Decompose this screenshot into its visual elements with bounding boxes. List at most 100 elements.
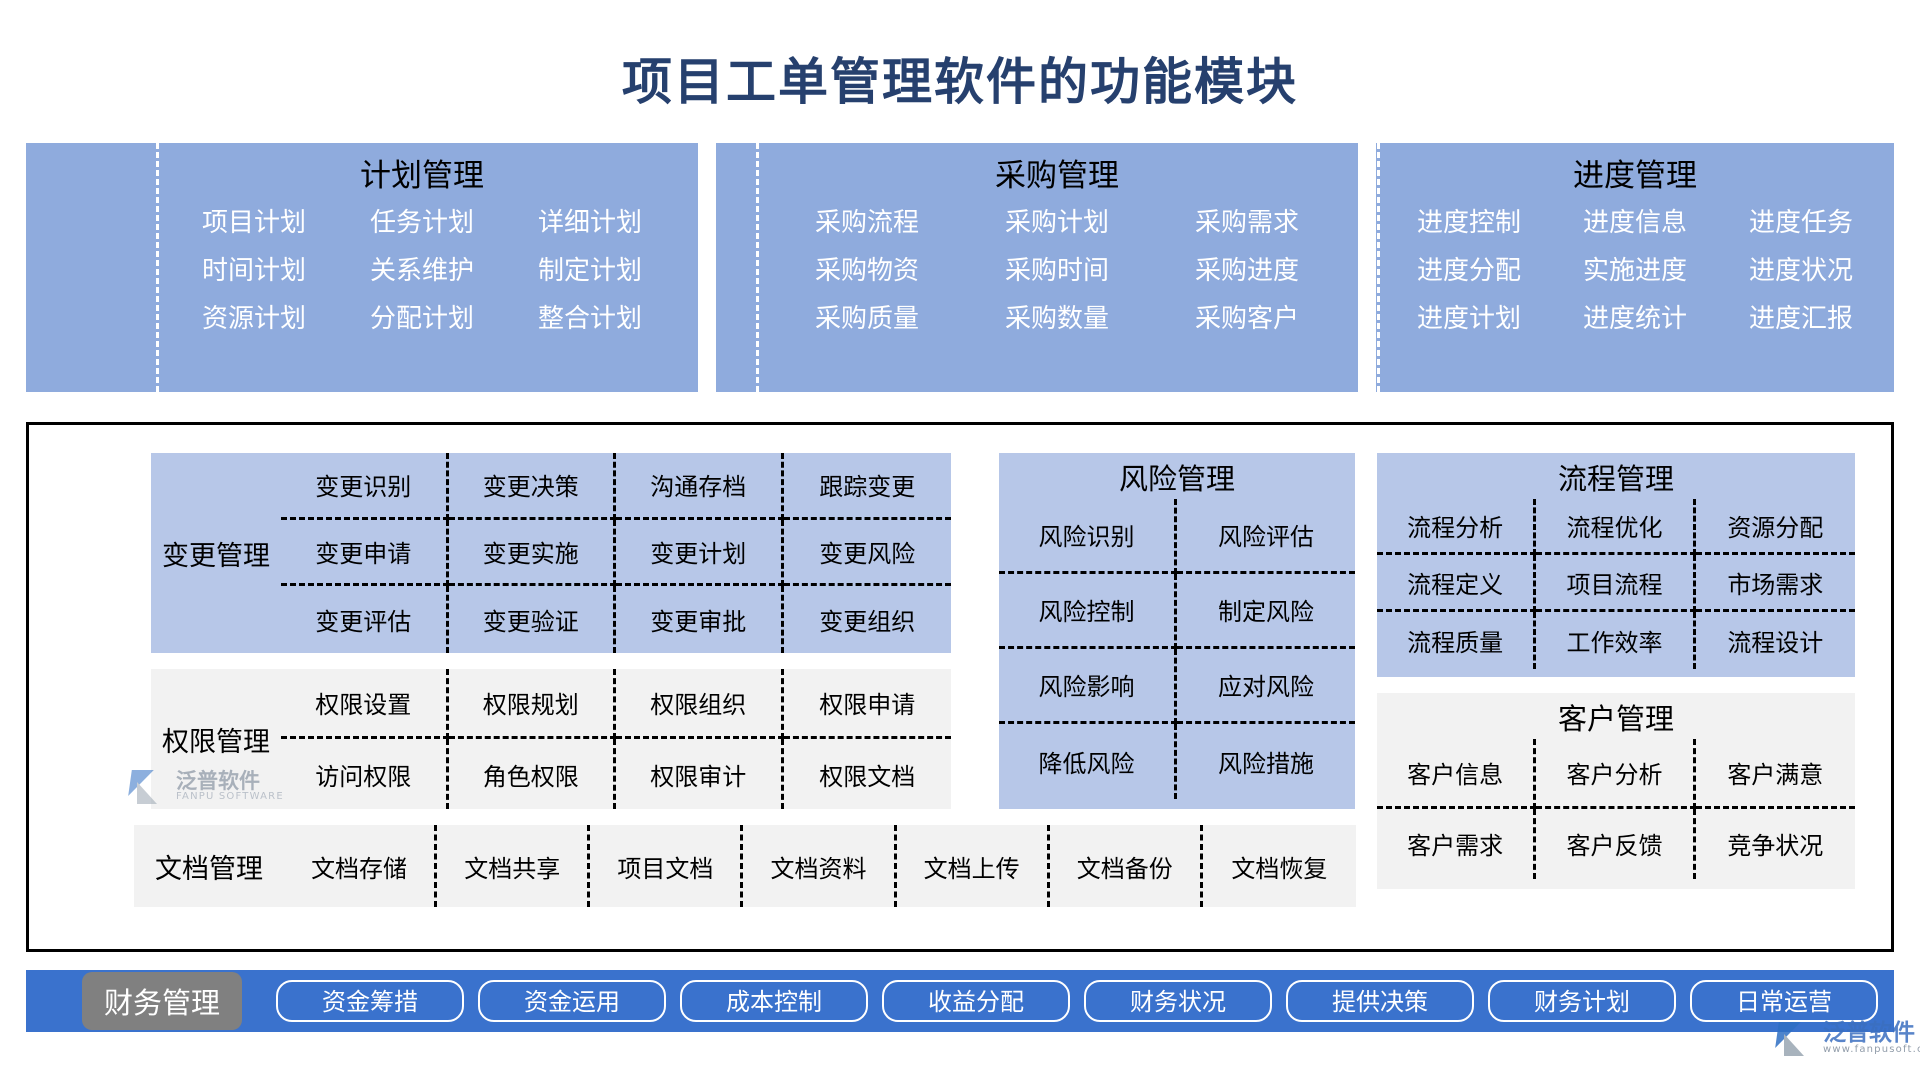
module-item[interactable]: 进度分配 <box>1416 255 1521 286</box>
module-item[interactable]: 沟通存档 <box>616 453 784 520</box>
module-item[interactable]: 文档共享 <box>437 825 591 907</box>
module-item[interactable]: 权限规划 <box>448 669 616 739</box>
module-item[interactable]: 文档备份 <box>1050 825 1203 907</box>
panel-permission-management[interactable]: 权限管理 权限设置 权限规划 权限组织 权限申请 访问权限 角色权限 权限审计 … <box>151 669 951 809</box>
module-item[interactable]: 角色权限 <box>449 739 616 809</box>
panel-title: 风险管理 <box>1118 462 1235 496</box>
module-item[interactable]: 进度汇报 <box>1748 303 1853 334</box>
module-item[interactable]: 采购客户 <box>1194 303 1299 334</box>
module-item[interactable]: 应对风险 <box>1177 649 1355 724</box>
top-group-purchase[interactable]: 采购管理 采购流程 采购计划 采购需求 采购物资 采购时间 采购进度 采购质量 … <box>716 143 1358 392</box>
module-item[interactable]: 变更风险 <box>783 520 951 587</box>
module-item[interactable]: 项目计划 <box>201 207 306 238</box>
module-item[interactable]: 变更决策 <box>448 453 616 520</box>
finance-item[interactable]: 资金运用 <box>478 980 667 1022</box>
module-item[interactable]: 降低风险 <box>999 723 1177 799</box>
module-item[interactable]: 变更识别 <box>281 453 449 520</box>
module-item[interactable]: 实施进度 <box>1582 255 1687 286</box>
module-item[interactable]: 流程定义 <box>1377 555 1537 613</box>
panel-risk-management[interactable]: 风险管理 风险识别 风险评估 风险控制 制定风险 风险影响 应对风险 降低风险 … <box>999 453 1355 809</box>
module-item[interactable]: 权限审计 <box>616 739 784 809</box>
module-item[interactable]: 制定风险 <box>1177 574 1355 649</box>
module-item[interactable]: 详细计划 <box>537 207 642 238</box>
module-item[interactable]: 时间计划 <box>201 255 306 286</box>
module-item[interactable]: 制定计划 <box>537 255 642 286</box>
panel-title: 流程管理 <box>1557 462 1674 496</box>
module-item[interactable]: 变更计划 <box>616 519 784 587</box>
module-item[interactable]: 跟踪变更 <box>783 453 951 520</box>
module-item[interactable]: 风险识别 <box>999 498 1177 574</box>
module-item[interactable]: 客户反馈 <box>1536 808 1696 879</box>
module-item[interactable]: 采购物资 <box>814 255 919 286</box>
panel-document-management[interactable]: 文档管理 文档存储 文档共享 项目文档 文档资料 文档上传 文档备份 文档恢复 <box>134 825 1356 907</box>
module-item[interactable]: 流程优化 <box>1536 498 1696 556</box>
finance-item[interactable]: 资金筹措 <box>276 980 465 1022</box>
finance-items: 资金筹措 资金运用 成本控制 收益分配 财务状况 提供决策 财务计划 日常运营 <box>276 980 1894 1022</box>
top-group-plan[interactable]: 计划管理 项目计划 任务计划 详细计划 时间计划 关系维护 制定计划 资源计划 … <box>26 143 698 392</box>
module-item[interactable]: 风险评估 <box>1177 499 1355 574</box>
panel-process-management[interactable]: 流程管理 流程分析 流程优化 资源分配 流程定义 项目流程 市场需求 流程质量 … <box>1377 453 1855 677</box>
module-item[interactable]: 变更验证 <box>449 586 616 653</box>
module-item[interactable]: 进度信息 <box>1582 207 1687 238</box>
top-group-progress[interactable]: 进度管理 进度控制 进度信息 进度任务 进度分配 实施进度 进度状况 进度计划 … <box>1376 143 1894 392</box>
module-item[interactable]: 权限设置 <box>281 669 449 739</box>
module-item[interactable]: 权限组织 <box>616 669 784 739</box>
module-item[interactable]: 进度统计 <box>1582 303 1687 334</box>
finance-item[interactable]: 财务计划 <box>1488 980 1677 1022</box>
module-item[interactable]: 变更实施 <box>448 519 616 587</box>
module-item[interactable]: 文档恢复 <box>1231 854 1328 883</box>
module-item[interactable]: 进度控制 <box>1416 207 1521 238</box>
module-item[interactable]: 权限申请 <box>783 669 951 739</box>
module-item[interactable]: 变更评估 <box>281 586 449 653</box>
module-item[interactable]: 流程分析 <box>1377 498 1537 556</box>
module-item[interactable]: 关系维护 <box>369 255 474 286</box>
module-item[interactable]: 项目文档 <box>590 825 744 907</box>
module-item[interactable]: 资源分配 <box>1695 499 1855 556</box>
module-item[interactable]: 流程设计 <box>1727 628 1824 657</box>
module-item[interactable]: 风险控制 <box>999 573 1177 649</box>
module-item[interactable]: 权限文档 <box>819 762 916 791</box>
module-item[interactable]: 客户分析 <box>1536 738 1696 809</box>
panel-customer-management[interactable]: 客户管理 客户信息 客户分析 客户满意 客户需求 客户反馈 竞争状况 <box>1377 693 1855 889</box>
module-item[interactable]: 客户需求 <box>1377 808 1537 879</box>
dashed-divider <box>26 143 159 392</box>
module-item[interactable]: 访问权限 <box>281 739 449 809</box>
module-item[interactable]: 变更组织 <box>819 608 916 637</box>
finance-item[interactable]: 日常运营 <box>1690 980 1879 1022</box>
module-item[interactable]: 采购计划 <box>1004 207 1109 238</box>
module-item[interactable]: 采购需求 <box>1194 207 1299 238</box>
main-content-box: 变更管理 变更识别 变更决策 沟通存档 跟踪变更 变更申请 变更实施 变更计划 … <box>26 422 1894 952</box>
module-item[interactable]: 风险措施 <box>1218 749 1314 778</box>
module-item[interactable]: 采购时间 <box>1004 255 1109 286</box>
module-item[interactable]: 进度任务 <box>1748 207 1853 238</box>
module-item[interactable]: 变更申请 <box>281 519 449 587</box>
module-item[interactable]: 任务计划 <box>369 207 474 238</box>
panel-change-management[interactable]: 变更管理 变更识别 变更决策 沟通存档 跟踪变更 变更申请 变更实施 变更计划 … <box>151 453 951 653</box>
module-item[interactable]: 文档资料 <box>743 825 897 907</box>
module-item[interactable]: 采购进度 <box>1194 255 1299 286</box>
finance-item[interactable]: 财务状况 <box>1084 980 1273 1022</box>
module-item[interactable]: 项目流程 <box>1536 555 1696 613</box>
module-item[interactable]: 文档存储 <box>284 825 438 907</box>
module-item[interactable]: 文档上传 <box>897 825 1050 907</box>
module-item[interactable]: 市场需求 <box>1695 555 1855 613</box>
finance-item[interactable]: 收益分配 <box>882 980 1071 1022</box>
finance-item[interactable]: 成本控制 <box>680 980 869 1022</box>
module-item[interactable]: 变更审批 <box>616 586 784 653</box>
module-item[interactable]: 客户满意 <box>1695 739 1855 809</box>
module-item[interactable]: 分配计划 <box>369 303 474 334</box>
module-item[interactable]: 资源计划 <box>201 303 306 334</box>
module-item[interactable]: 采购数量 <box>1004 303 1109 334</box>
module-item[interactable]: 进度计划 <box>1416 303 1521 334</box>
module-item[interactable]: 进度状况 <box>1748 255 1853 286</box>
module-item[interactable]: 整合计划 <box>537 303 642 334</box>
module-item[interactable]: 采购流程 <box>814 207 919 238</box>
module-item[interactable]: 客户信息 <box>1377 738 1537 809</box>
module-item[interactable]: 流程质量 <box>1377 612 1537 669</box>
top-group-row: 进度控制 进度信息 进度任务 <box>1386 200 1884 246</box>
module-item[interactable]: 工作效率 <box>1536 612 1696 669</box>
module-item[interactable]: 风险影响 <box>999 648 1177 724</box>
module-item[interactable]: 采购质量 <box>814 303 919 334</box>
finance-item[interactable]: 提供决策 <box>1286 980 1475 1022</box>
module-item[interactable]: 竞争状况 <box>1727 832 1824 861</box>
